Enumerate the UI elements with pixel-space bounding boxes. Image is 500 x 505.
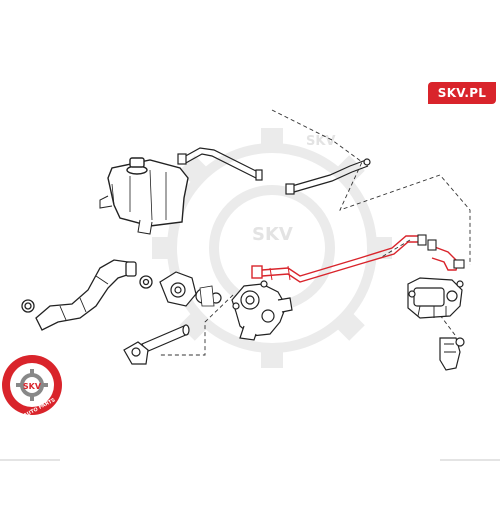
gear-logo-icon: SKV AUTO PARTS	[2, 355, 62, 419]
skv-logo: SKV AUTO PARTS	[0, 345, 70, 425]
watermark-text-center: SKV	[252, 224, 293, 245]
bypass-pipe	[123, 324, 190, 365]
watermark-text-upper: SKV	[306, 134, 336, 149]
brand-badge: SKV.PL	[428, 82, 496, 104]
thermostat-housing	[159, 271, 222, 307]
lower-radiator-hose	[21, 259, 153, 331]
lower-right-hose	[439, 337, 465, 371]
expansion-tank	[99, 157, 189, 235]
hose-clamps	[417, 234, 465, 269]
upper-coolant-pipe	[177, 147, 371, 195]
egr-valve-assembly	[407, 277, 464, 319]
coolant-outlet-housing	[231, 280, 293, 341]
highlighted-coolant-hose	[251, 235, 459, 283]
dashed-connectors	[160, 109, 471, 356]
logo-text: SKV	[23, 382, 42, 391]
